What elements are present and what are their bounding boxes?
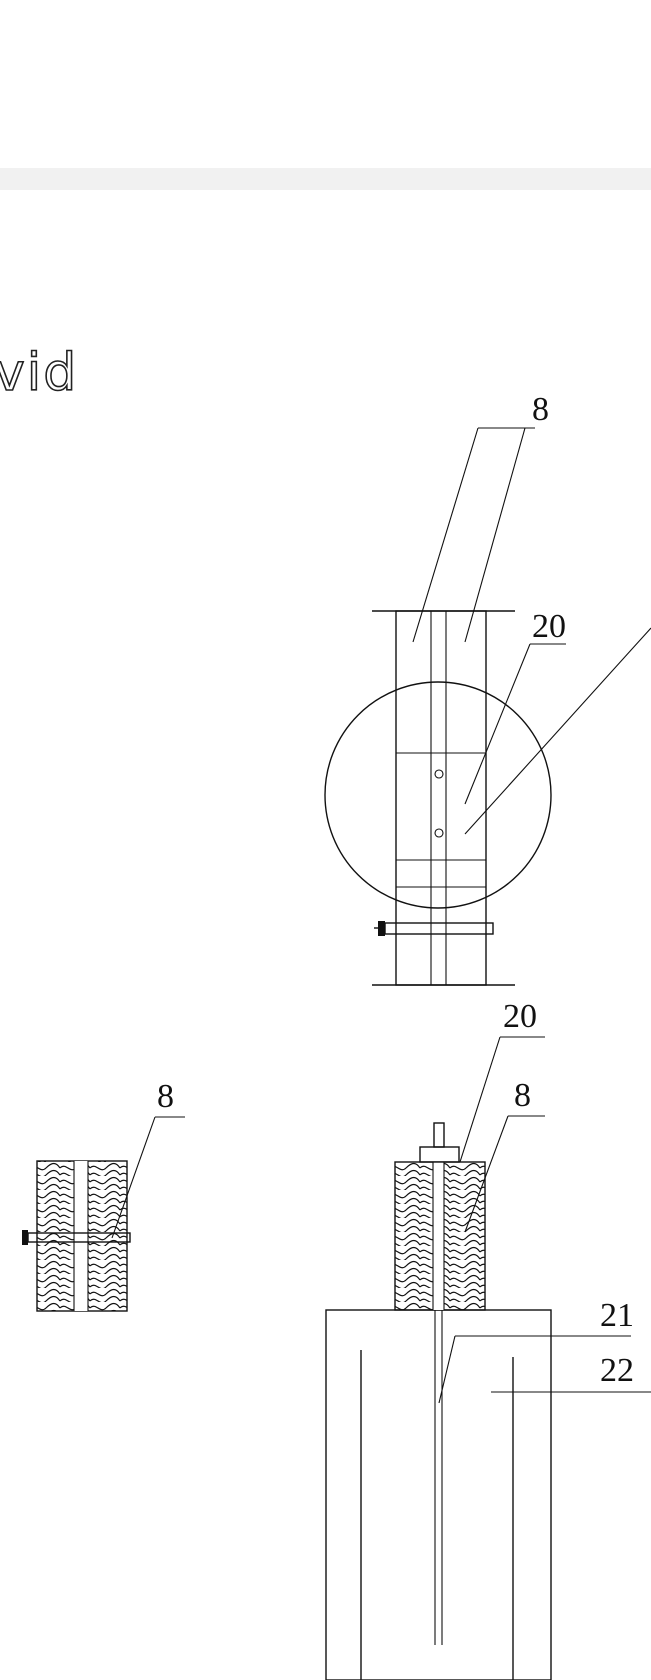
- label-22: 22: [600, 1352, 634, 1389]
- label-8-top: 8: [532, 391, 549, 428]
- top-assembly: [324, 427, 651, 986]
- label-21: 21: [600, 1297, 634, 1334]
- lower-assembly: [325, 1036, 651, 1680]
- heading-text: vid: [0, 343, 78, 403]
- side-section: [22, 1116, 185, 1312]
- paper-crease: [0, 168, 651, 190]
- label-8-mid: 8: [514, 1077, 531, 1114]
- label-20-top: 20: [532, 608, 566, 645]
- label-8-side: 8: [157, 1078, 174, 1115]
- disc-circle: [324, 681, 552, 909]
- label-20-mid: 20: [503, 998, 537, 1035]
